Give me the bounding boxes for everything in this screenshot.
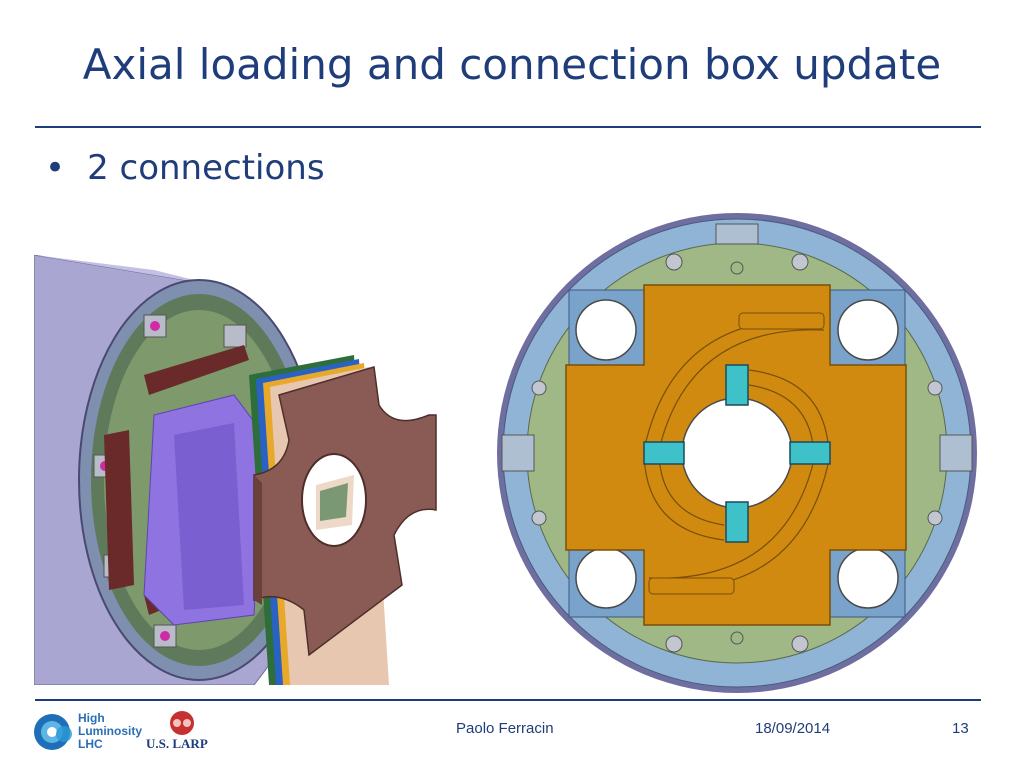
axial-view-figure: [497, 213, 977, 693]
us-larp-logo: [170, 711, 194, 735]
connection-box-3d-figure: [34, 255, 437, 685]
bullet-item: • 2 connections: [45, 148, 325, 188]
high-luminosity-lhc-wordmark: High Luminosity LHC: [78, 711, 143, 751]
slide-title: Axial loading and connection box update: [82, 40, 942, 89]
title-divider: [35, 126, 981, 128]
high-luminosity-lhc-logo: [34, 714, 72, 750]
footer-author: Paolo Ferracin: [456, 720, 554, 737]
footer-divider: [35, 699, 981, 701]
us-larp-wordmark: U.S. LARP: [146, 736, 208, 751]
bullet-text: 2 connections: [87, 148, 325, 188]
page-number: 13: [952, 720, 969, 737]
footer-date: 18/09/2014: [755, 720, 831, 737]
bullet-dot: •: [45, 148, 66, 188]
